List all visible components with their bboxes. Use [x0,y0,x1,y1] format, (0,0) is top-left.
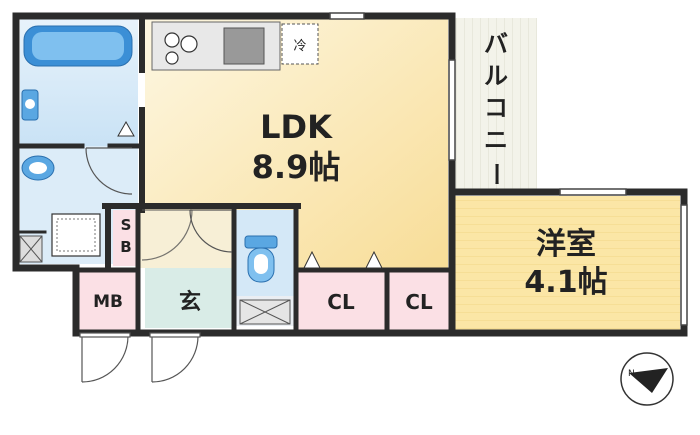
meter-box-label: MB [93,292,123,312]
western-room-label: 洋室 [536,227,596,262]
balcony-char: ル [484,62,508,90]
closet-western-label: CL [405,290,433,314]
fridge-space [281,23,319,65]
closet-ldk-fill [297,272,385,330]
balcony-char: バ [484,30,508,58]
meter-box-fill [78,272,138,330]
shoe-box-label-b: B [120,238,131,256]
toilet-pipe-space [239,299,291,325]
entrance-label: 玄 [179,289,201,315]
balcony-fill [455,18,537,190]
ldk-label: LDK [260,108,333,146]
shoe-box-label-s: S [121,216,132,234]
kitchen-counter: 冷 [151,21,319,71]
balcony-char: ー [482,162,510,186]
balcony-label: バ ル コ ニ ー [482,30,510,186]
pipe-space [19,235,43,263]
doors [79,147,233,383]
closet-door-triangle-right [365,250,383,269]
toilet-icon [244,235,278,283]
fridge-label: 冷 [293,39,306,54]
shower-icon [21,89,39,121]
washer-pan-icon [51,213,101,257]
compass-icon: N [620,352,674,406]
sink [223,27,265,65]
closet-western-fill [389,272,449,330]
western-room-fill [455,196,680,330]
entrance-fill [145,268,233,328]
windows [329,12,688,326]
stove-icon [164,32,198,65]
ldk-size: 8.9帖 [252,148,341,186]
hall-fill [140,210,236,268]
bathtub-icon [23,25,133,67]
closet-door-triangle-left [303,250,321,269]
closet-ldk-label: CL [327,290,355,314]
western-room-size: 4.1帖 [524,265,607,300]
washbasin-icon [21,155,55,181]
balcony-char: コ [484,94,508,122]
svg-text:N: N [628,369,635,379]
balcony-char: ニ [484,126,508,154]
bath-door-triangle [117,120,135,137]
